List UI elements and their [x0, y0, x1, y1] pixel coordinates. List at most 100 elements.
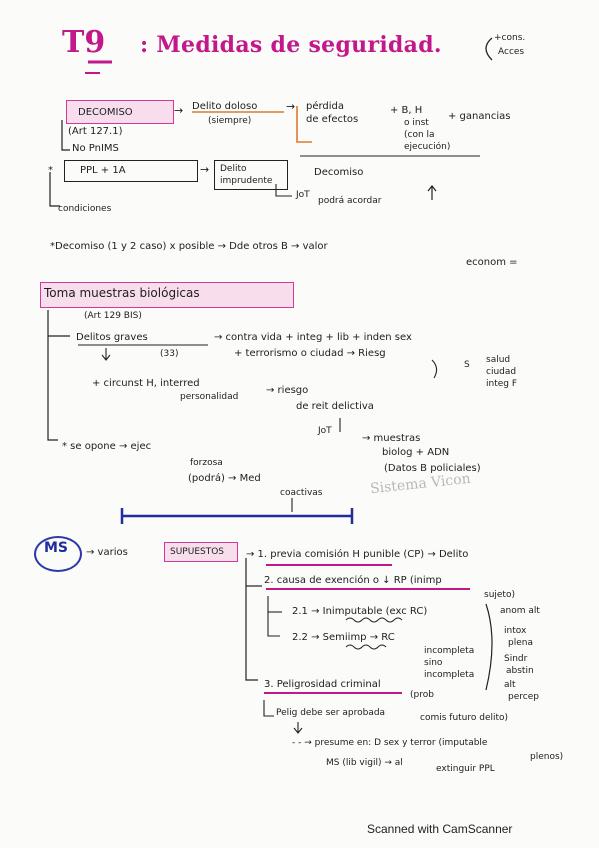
title-note-acces: Acces: [498, 47, 525, 57]
presume: - - → presume en: D sex y terror (imputa…: [292, 738, 488, 748]
ms-label: MS: [44, 540, 69, 556]
muestras: → muestras: [362, 433, 421, 444]
delitos-down-arrow: [101, 348, 111, 361]
econom: econom =: [466, 257, 518, 268]
forzosa: forzosa: [190, 458, 223, 468]
arrow-icon: →: [286, 100, 296, 113]
art-127: (Art 127.1): [68, 126, 123, 137]
right-percep: percep: [508, 692, 539, 702]
s21: 2.1 → Inimputable (exc RC): [292, 606, 428, 617]
delito-imprudente-box: [214, 160, 288, 190]
plenos: plenos): [530, 752, 564, 762]
plus-b: + B, H: [390, 105, 423, 116]
siempre: (siempre): [208, 116, 252, 126]
integ-f: integ F: [486, 379, 518, 389]
incompleta-2: incompleta: [424, 670, 475, 680]
prob: (prob: [410, 690, 434, 700]
ms-circle: [34, 536, 82, 572]
riesgo-bracket: [431, 359, 438, 379]
pelig: Pelig debe ser aprobada: [276, 708, 386, 718]
plus-ganancias: + ganancias: [448, 111, 511, 122]
delitos-graves: Delitos graves: [76, 332, 148, 343]
extinguir: extinguir PPL: [436, 764, 495, 774]
no-pnims: No PnIMS: [72, 143, 119, 154]
decomiso-line: *Decomiso (1 y 2 caso) x posible → Dde o…: [50, 241, 328, 252]
title-text: : Medidas de seguridad.: [140, 32, 442, 58]
jot-1: JoT: [296, 190, 310, 200]
supuestos: SUPUESTOS: [170, 547, 225, 557]
s3-branch: [263, 700, 274, 717]
contra-vida: → contra vida + integ + lib + inden sex: [214, 332, 412, 343]
right-anom: anom alt: [500, 606, 540, 616]
podra-acordar: podrá acordar: [318, 196, 382, 206]
decomiso-highlight-box: [66, 100, 174, 124]
condiciones-branch: [49, 172, 60, 207]
s2-branch: [267, 596, 280, 637]
coactivas: coactivas: [280, 488, 323, 498]
up-arrow: [427, 185, 437, 200]
right-alt: alt: [504, 680, 516, 690]
semiimp-wavy: [345, 644, 387, 650]
delito-doloso: Delito doloso: [192, 101, 258, 112]
scanner-footer: Scanned with CamScanner: [367, 822, 513, 836]
star-mark: *: [48, 165, 53, 176]
delito-imprudente-2: imprudente: [220, 176, 273, 186]
s1: → 1. previa comisión H punible (CP) → De…: [246, 549, 469, 560]
toma-highlight-box: [40, 282, 294, 308]
num-33: (33): [160, 349, 179, 359]
title-note-cons: +cons.: [494, 33, 526, 43]
delito-imprudente-1: Delito: [220, 164, 247, 174]
toma-branch: [47, 310, 58, 441]
sino: sino: [424, 658, 443, 668]
s22: 2.2 → Semiimp → RC: [292, 632, 395, 643]
de-reit: de reit delictiva: [296, 401, 374, 412]
right-abstin: abstin: [506, 666, 534, 676]
ms-branch: [245, 558, 258, 681]
perdida-bracket: [296, 106, 312, 143]
arrow-icon: →: [174, 104, 184, 117]
de-efectos: de efectos: [306, 114, 359, 125]
ppl-1a: PPL + 1A: [80, 165, 126, 176]
ejecucion: ejecución): [404, 142, 451, 152]
jot-arrow: [275, 184, 292, 197]
right-plena: plena: [508, 638, 533, 648]
decomiso-branch: [61, 120, 70, 151]
personalidad: personalidad: [180, 392, 239, 402]
toma-header: Toma muestras biológicas: [44, 286, 200, 300]
arrow-icon: →: [200, 163, 210, 176]
ppl-box: [64, 160, 198, 182]
podra-med: (podrá) → Med: [188, 473, 261, 484]
circunst: + circunst H, interred: [92, 378, 200, 389]
con-la: (con la: [404, 130, 435, 140]
incompleta: incompleta: [424, 646, 475, 656]
s2: 2. causa de exención o ↓ RP (inimp: [264, 575, 442, 586]
supuestos-highlight-box: [164, 542, 238, 562]
pelig-arrow: [293, 722, 303, 734]
right-sindr: Sindr: [504, 654, 528, 664]
terrorismo: + terrorismo o ciudad → Riesg: [234, 348, 386, 359]
ms-lib: MS (lib vigil) → al: [326, 758, 403, 768]
ciudad: ciudad: [486, 367, 517, 377]
perdida: pérdida: [306, 101, 345, 112]
condiciones: condiciones: [58, 204, 112, 214]
right-brace: [485, 603, 493, 691]
art-129: (Art 129 BIS): [84, 311, 142, 321]
varios: → varios: [86, 547, 128, 558]
title-brace: [485, 37, 493, 61]
salud: salud: [486, 355, 511, 365]
s-mark: S: [464, 360, 470, 370]
right-intox: intox: [504, 626, 527, 636]
se-opone: * se opone → ejec: [62, 441, 152, 452]
decomiso-header: DECOMISO: [78, 107, 133, 118]
inimputable-wavy: [345, 617, 403, 623]
datos-b: (Datos B policiales): [384, 463, 481, 474]
comis: comis futuro delito): [420, 713, 509, 723]
decomiso-right: Decomiso: [314, 167, 364, 178]
jot-2: JoT: [318, 426, 332, 436]
s3: 3. Peligrosidad criminal: [264, 679, 381, 690]
riesgo: → riesgo: [266, 385, 309, 396]
biolog-adn: biolog + ADN: [382, 447, 450, 458]
o-inst: o inst: [404, 118, 429, 128]
